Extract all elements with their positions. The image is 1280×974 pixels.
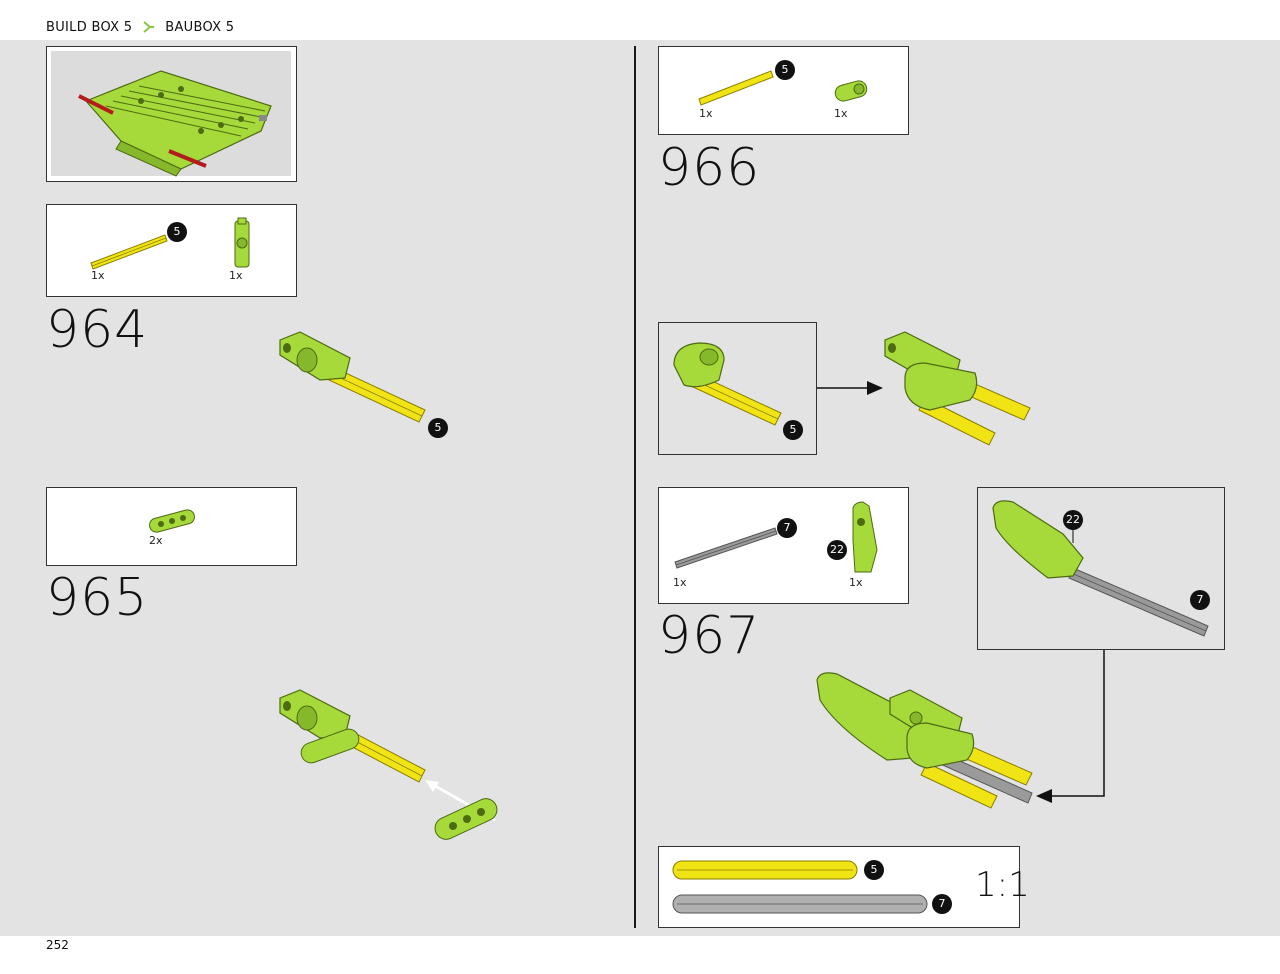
axle-scale-graphic xyxy=(672,860,928,914)
step-number-966: 966 xyxy=(658,138,761,198)
build-box-label: BUILD BOX 5 xyxy=(46,20,133,35)
subassembly-967: 22 7 xyxy=(977,487,1225,650)
page-number: 252 xyxy=(46,938,69,952)
overview-image xyxy=(51,51,291,177)
part-qty: 1x xyxy=(699,107,713,120)
arrow-icon xyxy=(143,20,155,35)
arrow-left-icon xyxy=(1036,650,1105,803)
axle-length-badge: 7 xyxy=(1190,590,1210,610)
parts-list-966: 5 1x 1x xyxy=(658,46,909,135)
part-number-badge: 22 xyxy=(1063,510,1083,530)
page-footer xyxy=(0,936,1280,974)
lime-connector-icon xyxy=(234,217,250,268)
assembly-965-image xyxy=(279,689,498,840)
yellow-axle-5-icon xyxy=(90,234,168,270)
part-qty: 1x xyxy=(834,107,848,120)
assembly-967-image xyxy=(816,672,1033,809)
column-divider xyxy=(634,46,636,928)
step-number-964: 964 xyxy=(46,300,149,360)
subassembly-967-image xyxy=(992,500,1209,637)
part-qty: 1x xyxy=(229,269,243,282)
parts-list-965: 2x xyxy=(46,487,297,566)
parts-list-967: 7 1x 22 1x xyxy=(658,487,909,604)
yellow-axle-5-icon xyxy=(698,70,774,106)
lime-double-connector-icon xyxy=(834,80,868,102)
arrow-right-icon xyxy=(817,381,883,395)
baubox-label: BAUBOX 5 xyxy=(165,20,235,35)
scale-reference-box: 5 7 1:1 xyxy=(658,846,1030,928)
axle-length-badge: 7 xyxy=(932,894,952,914)
assembly-966-image xyxy=(884,331,1031,446)
axle-length-badge: 5 xyxy=(775,60,795,80)
breadcrumb: BUILD BOX 5 BAUBOX 5 xyxy=(46,20,234,35)
axle-length-badge: 5 xyxy=(783,420,803,440)
subassembly-966: 5 xyxy=(658,322,817,455)
axle-length-badge: 7 xyxy=(777,518,797,538)
part-qty: 1x xyxy=(91,269,105,282)
assembly-964-image xyxy=(279,331,426,423)
axle-length-badge: 5 xyxy=(864,860,884,880)
lime-beam-icon xyxy=(149,509,195,533)
part-number-badge: 22 xyxy=(827,540,847,560)
part-qty: 2x xyxy=(149,534,163,547)
scale-ratio: 1:1 xyxy=(975,865,1030,905)
step-number-965: 965 xyxy=(46,568,149,628)
overview-box xyxy=(46,46,297,182)
step-number-967: 967 xyxy=(658,606,761,666)
axle-length-badge: 5 xyxy=(428,418,448,438)
assembly-overview-image xyxy=(78,70,272,177)
axle-length-badge: 5 xyxy=(167,222,187,242)
grey-axle-7-icon xyxy=(674,527,778,569)
part-qty: 1x xyxy=(673,576,687,589)
parts-list-964: 5 1x 1x xyxy=(46,204,297,297)
lime-panel-connector-icon xyxy=(852,501,878,573)
subassembly-966-image xyxy=(673,342,782,426)
page-header: BUILD BOX 5 BAUBOX 5 xyxy=(0,0,1280,40)
part-qty: 1x xyxy=(849,576,863,589)
